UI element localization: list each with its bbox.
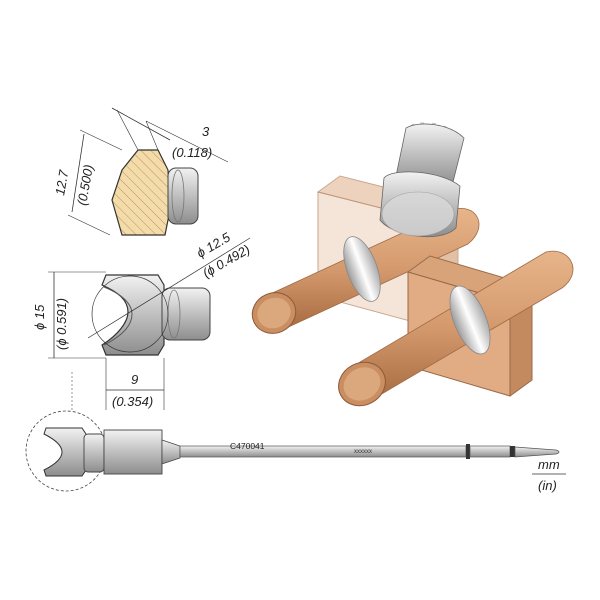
unit-primary: mm [538,457,560,472]
tip-front-view [48,237,251,410]
cartridge-view [25,372,560,492]
dim-depth-in: (0.354) [112,394,153,409]
tip-shank-top [167,167,199,225]
dim-thickness-in: (0.118) [172,145,212,160]
soldering-tip-3d [379,122,465,238]
tip-section-view [67,107,229,236]
unit-secondary: (in) [538,478,557,493]
serial-number: xxxxxx [354,449,372,455]
dim-height-in: (0.500) [74,163,96,206]
section-hatch [111,149,171,236]
dim-thickness-mm: 3 [202,124,210,139]
dim-depth-mm: 9 [131,372,138,387]
cartridge-shaft [179,445,467,458]
dim-outer-diameter-in: (ϕ 0.591) [54,298,69,350]
part-code: C470041 [230,441,265,451]
dim-outer-diameter-mm: ϕ 15 [32,304,47,330]
dim-height-mm: 12.7 [52,168,71,196]
application-illustration [251,122,574,407]
copper-pin-lower [338,250,574,407]
tip-shank-mid [161,287,211,341]
